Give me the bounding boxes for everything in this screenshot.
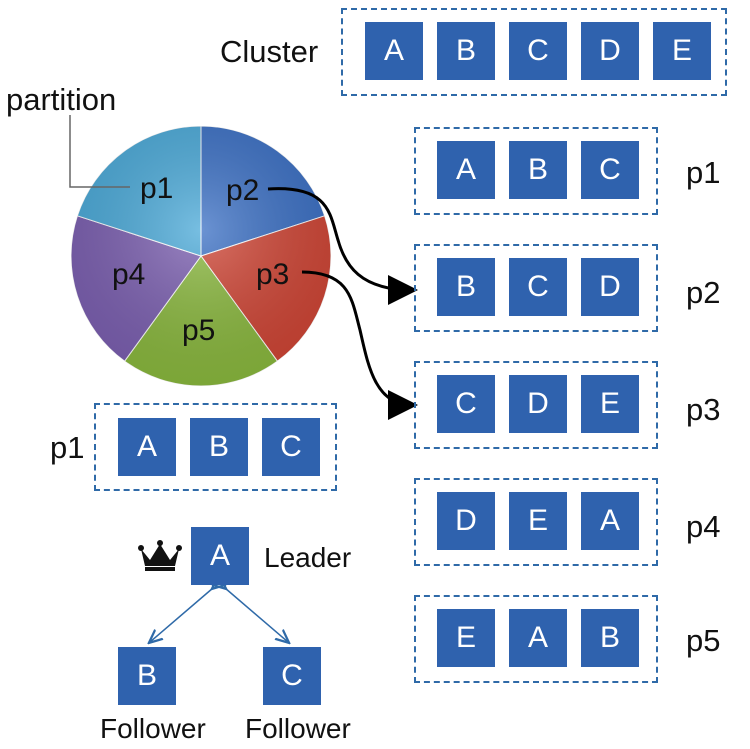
cluster-label: Cluster (220, 34, 319, 69)
partition-group-p4: D E A (414, 478, 658, 566)
p3-mapping-arrow (301, 270, 418, 420)
partition-pointer-line (69, 115, 130, 188)
detail-node-c[interactable]: C (262, 418, 320, 476)
p4-node-a[interactable]: A (581, 492, 639, 550)
follower-label-c: Follower (245, 713, 351, 744)
follower-label-b: Follower (100, 713, 206, 744)
partition-group-p2: B C D (414, 244, 658, 332)
p5-node-e[interactable]: E (437, 609, 495, 667)
p4-node-d[interactable]: D (437, 492, 495, 550)
cluster-node-c[interactable]: C (509, 22, 567, 80)
partition-label: partition (6, 82, 117, 117)
partition-pie-chart (70, 125, 332, 387)
leader-node[interactable]: A (191, 527, 249, 585)
leader-label: Leader (264, 542, 352, 573)
detail-node-b[interactable]: B (190, 418, 248, 476)
partition-group-label-p5: p5 (686, 623, 721, 658)
partition-group-label-p1: p1 (686, 155, 721, 190)
leader-follower-b-link (150, 588, 213, 642)
partition-group-p1: A B C (414, 127, 658, 215)
cluster-node-a[interactable]: A (365, 22, 423, 80)
pie-shading (71, 126, 331, 386)
detail-node-a[interactable]: A (118, 418, 176, 476)
follower-node-c[interactable]: C (263, 647, 321, 705)
cluster-node-d[interactable]: D (581, 22, 639, 80)
p1-node-a[interactable]: A (437, 141, 495, 199)
p5-node-a[interactable]: A (509, 609, 567, 667)
pie-slice-label-p4: p4 (112, 258, 146, 291)
cluster-node-b[interactable]: B (437, 22, 495, 80)
p4-node-e[interactable]: E (509, 492, 567, 550)
cluster-node-e[interactable]: E (653, 22, 711, 80)
p3-node-e[interactable]: E (581, 375, 639, 433)
partition-group-label-p3: p3 (686, 392, 721, 427)
follower-node-b[interactable]: B (118, 647, 176, 705)
pie-slice-label-p3: p3 (256, 258, 290, 291)
partition-group-p3: C D E (414, 361, 658, 449)
p1-node-c[interactable]: C (581, 141, 639, 199)
p1-node-b[interactable]: B (509, 141, 567, 199)
detail-group-label: p1 (50, 430, 85, 465)
crown-icon (138, 540, 182, 571)
p3-node-d[interactable]: D (509, 375, 567, 433)
pie-slice-label-p5: p5 (182, 314, 216, 347)
partition-group-label-p2: p2 (686, 275, 721, 310)
detail-group-p1: A B C (94, 403, 337, 491)
p5-node-b[interactable]: B (581, 609, 639, 667)
p2-mapping-arrow (267, 187, 418, 305)
p2-node-d[interactable]: D (581, 258, 639, 316)
p2-node-c[interactable]: C (509, 258, 567, 316)
pie-slice-label-p2: p2 (226, 174, 260, 207)
partition-group-label-p4: p4 (686, 509, 721, 544)
leader-follower-c-link (225, 588, 288, 642)
p3-node-c[interactable]: C (437, 375, 495, 433)
pie-slice-label-p1: p1 (140, 172, 174, 205)
p2-node-b[interactable]: B (437, 258, 495, 316)
partition-group-p5: E A B (414, 595, 658, 683)
cluster-group: A B C D E (341, 8, 727, 96)
